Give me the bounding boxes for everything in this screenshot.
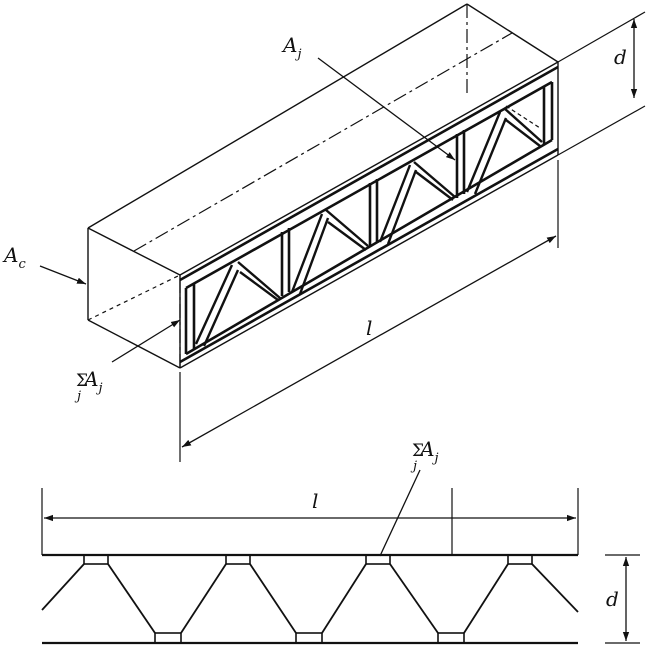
label-l-top: l [366, 316, 372, 340]
leader-ac [39, 265, 87, 285]
dimension-d-bottom [605, 554, 640, 644]
leader-sum-aj-top [111, 319, 181, 363]
leader-aj [317, 57, 456, 161]
label-aj: Aj [281, 33, 301, 62]
label-d-bottom: d [606, 587, 619, 611]
leader-sum-aj-bottom [379, 469, 421, 557]
bottom-truss [41, 488, 579, 645]
label-l-bottom: l [312, 489, 318, 513]
dimension-d-top [557, 11, 646, 156]
dimension-l-top [179, 160, 559, 462]
label-d-top: d [614, 45, 627, 69]
envelope-box [87, 3, 559, 369]
label-ac: Ac [2, 243, 26, 272]
